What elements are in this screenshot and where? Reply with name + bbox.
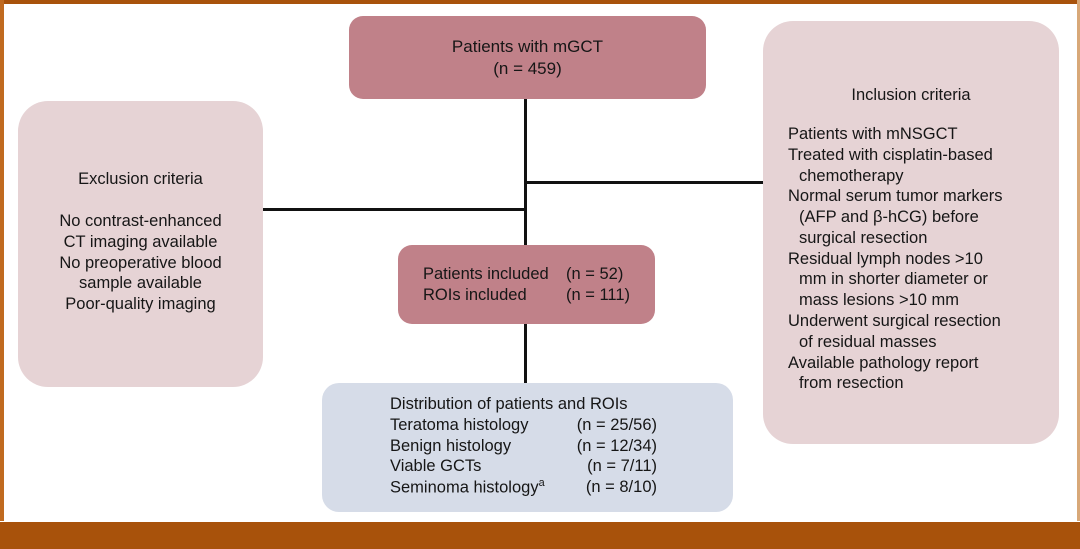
exclusion-criteria-line: No preoperative blood [59,253,222,272]
exclusion-criteria-line: No contrast-enhanced [59,212,222,230]
frame-right-rule [1077,0,1080,521]
inclusion-criteria-list: Patients with mNSGCT Treated with cispla… [788,124,1053,394]
node-inclusion-criteria: Inclusion criteria Patients with mNSGCT … [763,21,1059,444]
distribution-row-label: Benign histology [390,436,512,455]
inclusion-criteria-line: Treated with cisplatin-based [788,145,993,164]
exclusion-criteria-line: Poor-quality imaging [65,295,216,314]
included-row-label: Patients included [423,264,549,283]
inclusion-criteria-line: Normal serum tumor markers [788,187,1003,206]
frame-bottom-bar [0,522,1080,549]
included-row-value: (n = 52) [566,264,624,283]
node-patients-with-mgct: Patients with mGCT (n = 459) [349,16,706,99]
connector-to-inclusion [524,181,764,184]
node-exclusion-criteria: Exclusion criteria No contrast-enhanced … [18,101,263,387]
inclusion-criteria-line: chemotherapy [799,166,904,185]
connector-included-to-distribution [524,323,527,384]
distribution-row-label: Viable GCTs [390,457,482,476]
exclusion-criteria-line: CT imaging available [63,232,218,251]
distribution-row-value: (n = 7/11) [587,457,657,476]
node-patients-with-mgct-line2: (n = 459) [493,58,562,78]
inclusion-criteria-line: surgical resection [799,228,928,247]
frame-top-rule [0,0,1080,4]
frame-left-rule [0,0,4,521]
inclusion-criteria-line: mm in shorter diameter or [799,270,988,289]
inclusion-criteria-line: mass lesions >10 mm [799,291,960,310]
distribution-row-value: (n = 12/34) [576,436,657,455]
node-patients-included: Patients included (n = 52) ROIs included… [398,245,655,324]
distribution-row: Benign histology (n = 12/34) [390,436,733,457]
distribution-row-value: (n = 8/10) [585,478,657,497]
inclusion-criteria-line: Patients with mNSGCT [788,125,958,143]
exclusion-criteria-heading: Exclusion criteria [78,170,203,188]
inclusion-criteria-line: from resection [799,374,904,393]
inclusion-criteria-line: (AFP and β-hCG) before [799,208,979,227]
inclusion-criteria-line: of residual masses [799,332,937,351]
included-row: Patients included (n = 52) [398,264,655,285]
inclusion-criteria-line: Underwent surgical resection [788,312,1001,331]
inclusion-criteria-heading: Inclusion criteria [851,86,971,104]
connector-trunk-upper [524,99,527,211]
exclusion-criteria-line: sample available [79,274,202,293]
distribution-row: Seminoma histologya (n = 8/10) [390,477,733,498]
inclusion-criteria-line: Residual lymph nodes >10 [788,249,983,268]
connector-trunk-lower [524,208,527,247]
distribution-row: Teratoma histology (n = 25/56) [390,415,733,436]
included-row-label: ROIs included [423,285,527,304]
exclusion-criteria-list: No contrast-enhanced CT imaging availabl… [18,211,263,315]
included-row: ROIs included (n = 111) [398,285,655,306]
node-patients-with-mgct-line1: Patients with mGCT [451,37,604,57]
distribution-row: Viable GCTs (n = 7/11) [390,456,733,477]
distribution-row-label: Teratoma histology [390,415,529,434]
distribution-heading: Distribution of patients and ROIs [390,395,628,413]
distribution-row-label-text: Seminoma histology [390,478,539,497]
footnote-marker: a [538,477,545,490]
node-distribution: Distribution of patients and ROIs Terato… [322,383,733,512]
connector-to-exclusion [262,208,527,211]
distribution-row-label: Seminoma histologya [390,477,557,498]
inclusion-criteria-line: Available pathology report [788,353,979,372]
distribution-row-value: (n = 25/56) [576,415,657,434]
included-row-value: (n = 111) [566,285,631,304]
